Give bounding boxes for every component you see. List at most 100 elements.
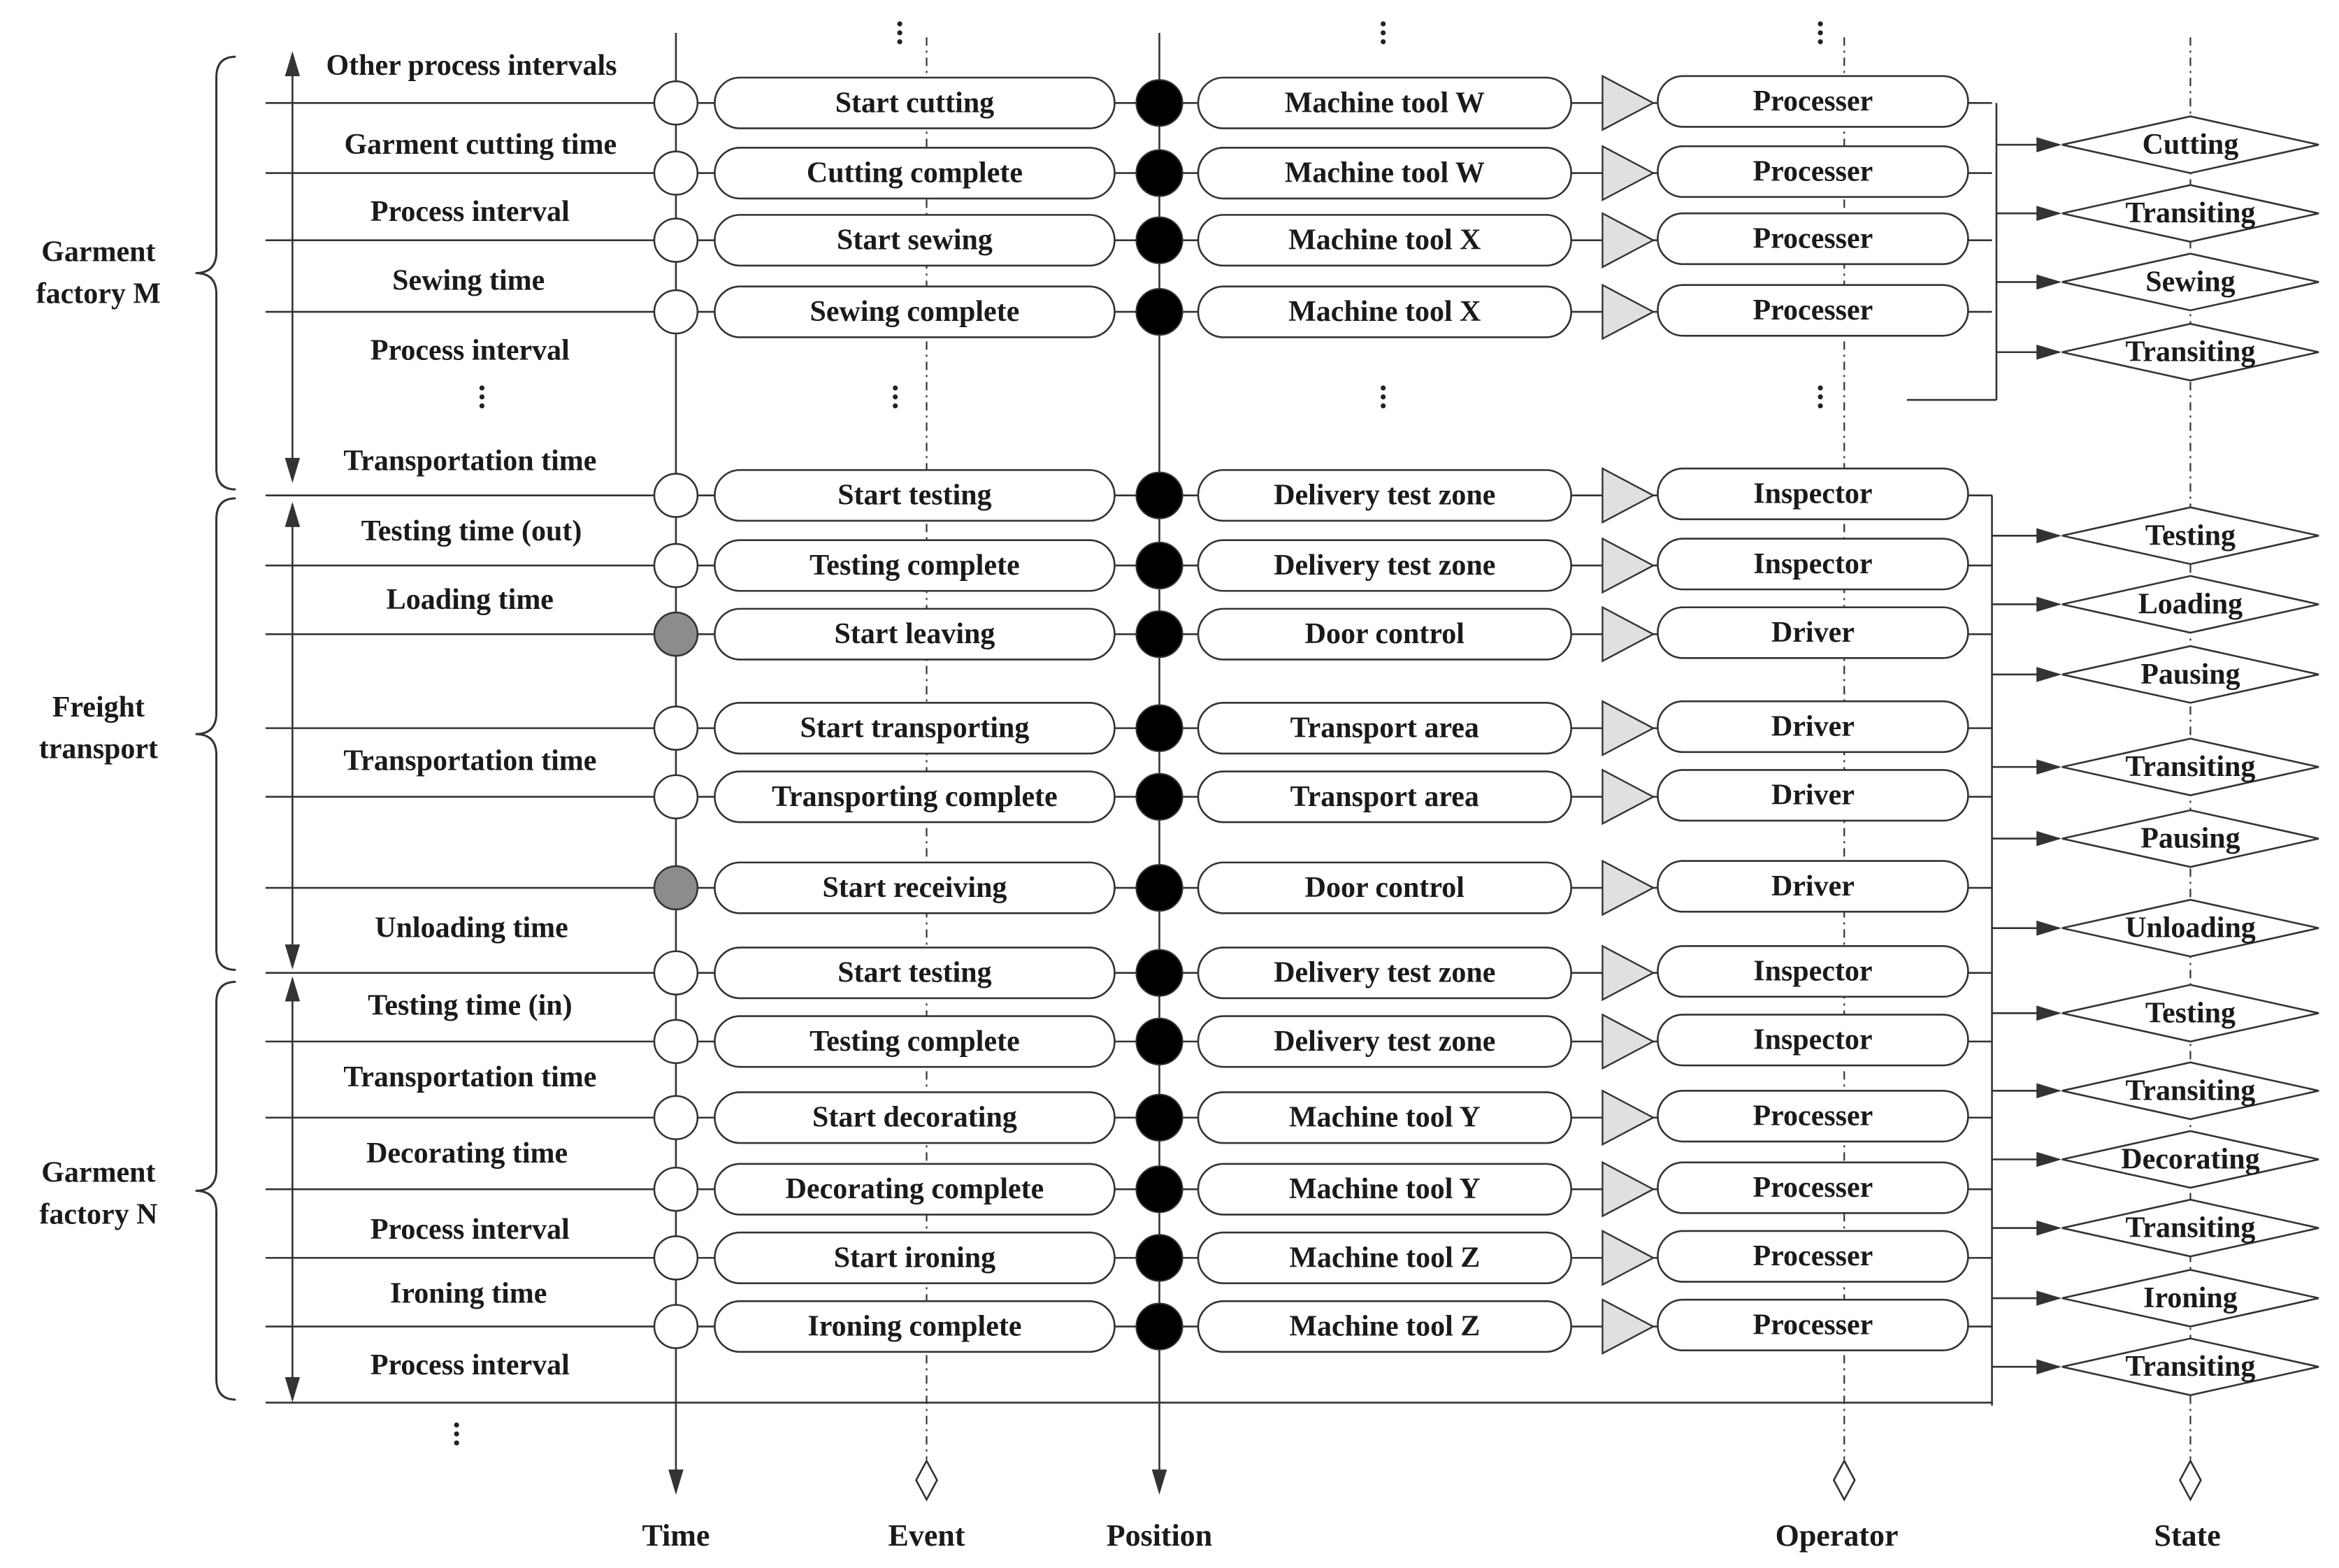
operator-box-1 <box>1657 75 1969 128</box>
time-node-16 <box>653 1304 699 1349</box>
position-box-1 <box>1197 76 1572 129</box>
ellipsis-position-mid <box>1381 385 1386 391</box>
position-label-11: Delivery test zone <box>1274 957 1495 989</box>
event-box-2 <box>714 147 1116 200</box>
operator-triangle-3 <box>1602 212 1655 269</box>
position-node-6 <box>1135 541 1183 590</box>
event-label-8: Start transporting <box>800 712 1030 745</box>
operator-triangle-5 <box>1602 467 1655 524</box>
position-node-11 <box>1135 949 1183 997</box>
event-axis-diamond <box>915 1458 938 1502</box>
group-label-m-line-2: factory M <box>36 278 161 310</box>
event-box-13 <box>714 1091 1116 1144</box>
operator-triangle-8 <box>1602 700 1655 757</box>
state-label-6: Loading <box>2138 588 2243 620</box>
time-node-3 <box>653 217 699 263</box>
operator-triangle-13 <box>1602 1089 1655 1146</box>
ellipsis-interval-bottom <box>454 1440 459 1446</box>
state-diamond-14 <box>2061 1198 2319 1258</box>
event-label-12: Testing complete <box>809 1026 1020 1058</box>
operator-triangle-7 <box>1602 605 1655 663</box>
interval-label-9: Transportation time <box>343 745 596 777</box>
operator-box-2 <box>1657 145 1969 199</box>
time-node-5 <box>653 473 699 518</box>
ellipsis-interval-bottom <box>454 1422 459 1428</box>
position-box-7 <box>1197 607 1572 661</box>
operator-box-16 <box>1657 1298 1969 1352</box>
state-label-9: Pausing <box>2140 823 2240 855</box>
position-label-2: Machine tool W <box>1285 157 1485 189</box>
position-label-8: Transport area <box>1290 712 1479 745</box>
interval-label-16: Process interval <box>370 1349 570 1381</box>
operator-label-7: Driver <box>1771 617 1855 649</box>
event-label-9: Transporting complete <box>772 781 1058 813</box>
operator-axis-label: Operator <box>1776 1518 1899 1553</box>
ellipsis-position-top <box>1381 30 1386 36</box>
event-box-16 <box>714 1300 1116 1353</box>
interval-label-14: Process interval <box>370 1214 570 1246</box>
position-node-8 <box>1135 704 1183 752</box>
event-label-13: Start decorating <box>812 1102 1017 1134</box>
event-box-15 <box>714 1231 1116 1284</box>
state-label-10: Unloading <box>2125 912 2256 944</box>
state-label-16: Transiting <box>2125 1351 2255 1383</box>
brace-garment-factory-m <box>195 55 236 491</box>
position-node-10 <box>1135 863 1183 912</box>
position-box-10 <box>1197 861 1572 914</box>
state-diamond-3 <box>2061 252 2319 312</box>
time-node-15 <box>653 1235 699 1281</box>
position-label-10: Door control <box>1305 872 1464 904</box>
state-label-15: Ironing <box>2143 1282 2238 1314</box>
interval-label-15: Ironing time <box>390 1278 547 1310</box>
interval-label-11: Testing time (in) <box>368 990 572 1022</box>
time-node-6 <box>653 542 699 589</box>
position-node-7 <box>1135 610 1183 659</box>
state-label-2: Transiting <box>2125 197 2255 229</box>
time-node-7 <box>653 611 699 657</box>
state-label-12: Transiting <box>2125 1074 2255 1107</box>
position-box-12 <box>1197 1015 1572 1068</box>
event-box-7 <box>714 607 1116 661</box>
operator-label-1: Processer <box>1753 85 1873 117</box>
position-label-12: Delivery test zone <box>1274 1026 1495 1058</box>
state-label-5: Testing <box>2145 519 2236 552</box>
operator-box-10 <box>1657 860 1969 913</box>
position-node-13 <box>1135 1093 1183 1142</box>
operator-box-3 <box>1657 212 1969 266</box>
brace-freight-transport <box>195 497 236 971</box>
event-axis-label: Event <box>888 1518 965 1553</box>
operator-box-15 <box>1657 1230 1969 1283</box>
position-label-7: Door control <box>1305 618 1464 650</box>
group-label-m-line-1: Garment <box>41 236 155 268</box>
operator-box-6 <box>1657 538 1969 591</box>
operator-axis-diamond <box>1832 1458 1856 1502</box>
state-diamond-13 <box>2061 1130 2319 1189</box>
operator-box-9 <box>1657 769 1969 822</box>
time-node-10 <box>653 865 699 911</box>
time-node-8 <box>653 705 699 751</box>
event-box-9 <box>714 770 1116 823</box>
state-diamond-7 <box>2061 645 2319 704</box>
position-box-9 <box>1197 770 1572 823</box>
position-axis-label: Position <box>1107 1518 1213 1553</box>
ellipsis-position-top <box>1381 39 1386 45</box>
operator-box-12 <box>1657 1014 1969 1067</box>
event-box-5 <box>714 469 1116 522</box>
operator-label-4: Processer <box>1753 294 1873 326</box>
operator-label-14: Processer <box>1753 1172 1873 1204</box>
state-axis-label: State <box>2154 1518 2221 1553</box>
event-label-11: Start testing <box>837 957 991 989</box>
ellipsis-event-mid <box>893 385 898 391</box>
operator-box-5 <box>1657 467 1969 521</box>
event-label-2: Cutting complete <box>807 157 1023 189</box>
operator-triangle-2 <box>1602 145 1655 202</box>
ellipsis-event-top <box>897 21 902 27</box>
state-diamond-9 <box>2061 809 2319 868</box>
interval-label-7: Testing time (out) <box>361 515 582 547</box>
state-diamond-16 <box>2061 1337 2319 1397</box>
operator-label-10: Driver <box>1771 870 1855 902</box>
position-node-9 <box>1135 772 1183 821</box>
event-label-3: Start sewing <box>837 224 993 257</box>
